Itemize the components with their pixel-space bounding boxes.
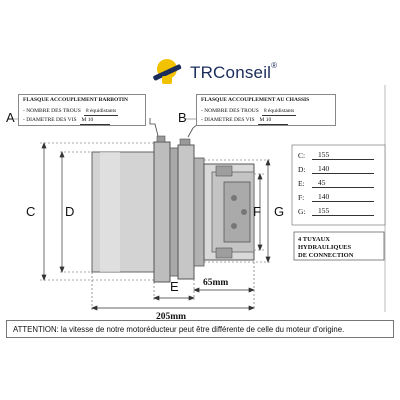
label-g: G — [274, 204, 285, 219]
dim-value: 155 — [312, 150, 374, 160]
label-a: A — [6, 110, 15, 125]
dim-value: 140 — [312, 192, 374, 202]
motor-body — [91, 135, 255, 283]
label-f: F — [253, 204, 261, 219]
dim-row-g: G: 155 — [298, 206, 374, 216]
flange-chassis-holes-value: 8 équidistants — [261, 107, 297, 116]
flange-drive-screw-value: M 10 — [79, 117, 110, 125]
flange-drive-holes-value: 8 équidistants — [83, 107, 119, 116]
dim-row-d: D: 140 — [298, 164, 374, 174]
dim-key: C: — [298, 151, 306, 160]
flange-chassis-title: FLASQUE ACCOUPLEMENT AU CHASSIS — [201, 97, 310, 103]
label-e: E — [170, 279, 179, 294]
hydraulic-box — [293, 231, 385, 261]
flange-chassis-box: FLASQUE ACCOUPLEMENT AU CHASSIS - NOMBRE… — [196, 94, 336, 126]
brand-logo — [148, 56, 186, 91]
dim-value: 140 — [312, 164, 374, 174]
label-d: D — [65, 204, 75, 219]
dim-key: E: — [298, 179, 305, 188]
dim-row-f: F: 140 — [298, 192, 374, 202]
dim-row-e: E: 45 — [298, 178, 374, 188]
flange-chassis-holes-label: - NOMBRE DES TROUS — [201, 107, 259, 114]
hydraulic-note-line: DE CONNECTION — [298, 251, 354, 259]
brand-name: TRConseil® — [190, 61, 278, 82]
label-b: B — [178, 110, 187, 125]
warning-note: ATTENTION: la vitesse de notre motoréduc… — [6, 320, 394, 338]
flange-drive-box: FLASQUE ACCOUPLEMENT BARBOTIN - NOMBRE D… — [18, 94, 146, 126]
dimension-table: C: 155 D: 140 E: 45 F: 140 G: 155 — [298, 148, 382, 222]
hydraulic-note: 4 TUYAUX HYDRAULIQUES DE CONNECTION — [298, 236, 382, 259]
flange-drive-title: FLASQUE ACCOUPLEMENT BARBOTIN — [23, 97, 129, 103]
dim-value: 155 — [312, 206, 374, 216]
label-c: C — [26, 204, 36, 219]
dim-value: 45 — [312, 178, 374, 188]
logo-mark-icon — [153, 59, 182, 84]
dim-65-label: 65mm — [203, 278, 229, 288]
flange-drive-screw-label: - DIAMETRE DES VIS — [23, 116, 77, 123]
leader-drive — [149, 118, 159, 137]
flange-drive-holes-label: - NOMBRE DES TROUS — [23, 107, 81, 114]
dim-key: F: — [298, 193, 305, 202]
dim-key: G: — [298, 207, 306, 216]
hydraulic-note-line: 4 TUYAUX HYDRAULIQUES — [298, 236, 352, 251]
flange-chassis-screw-label: - DIAMETRE DES VIS — [201, 116, 255, 123]
dim-key: D: — [298, 165, 306, 174]
dims-box — [291, 144, 386, 226]
flange-chassis-screw-value: M 10 — [257, 117, 288, 125]
dim-row-c: C: 155 — [298, 150, 374, 160]
dim-205-label: 205mm — [156, 312, 187, 322]
